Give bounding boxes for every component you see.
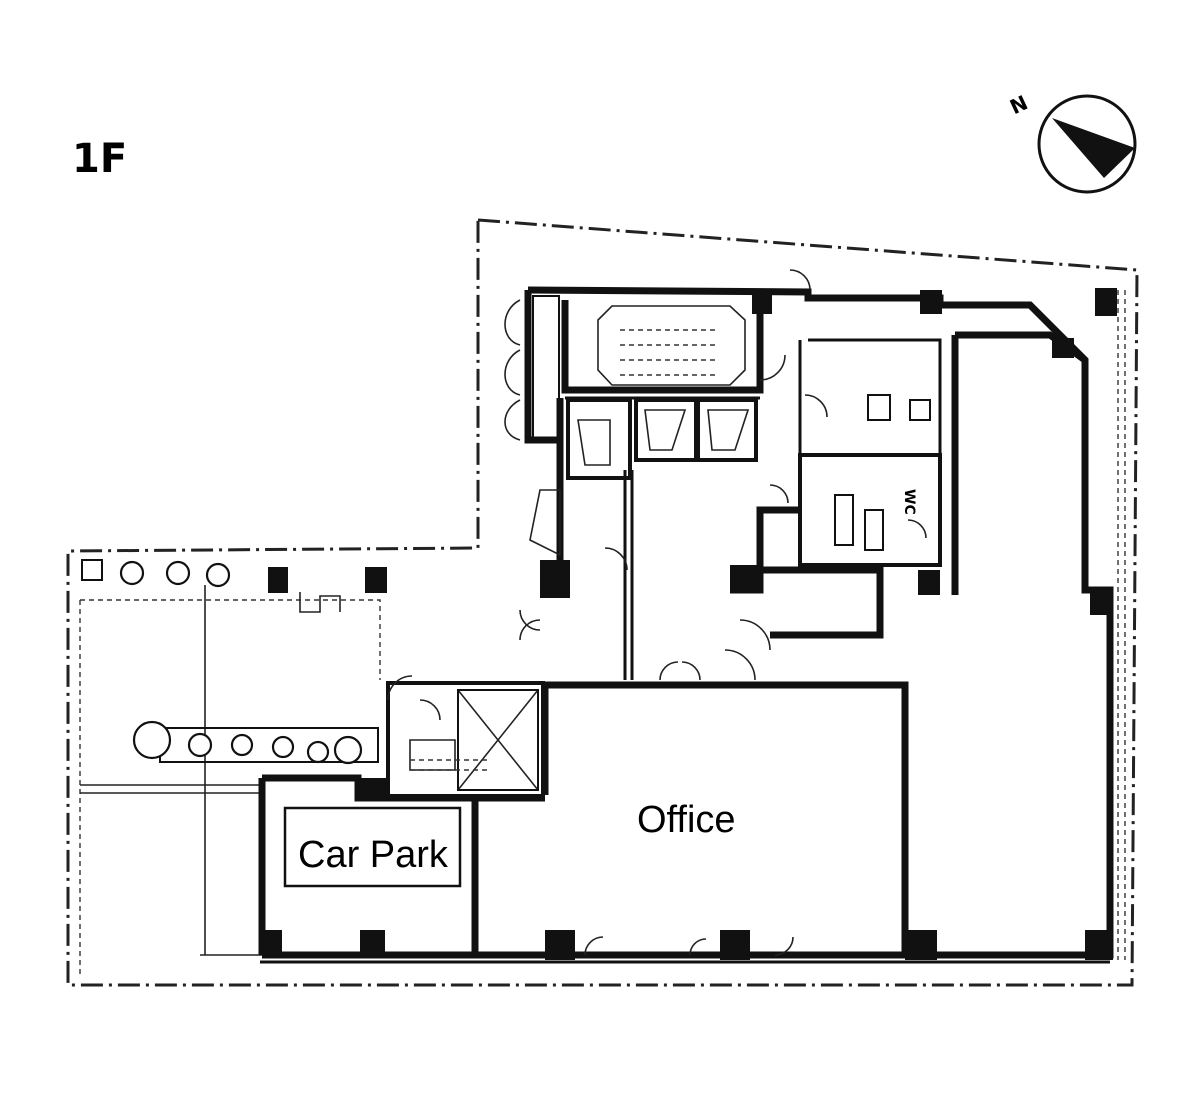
stairs [597,305,746,386]
room-label-office: Office [637,799,736,841]
elevator-glyphs [577,409,750,466]
room-label-car-park: Car Park [298,834,449,876]
bay-windows [504,295,560,442]
trees-top [81,559,231,588]
planter [132,720,379,765]
columns [262,288,1117,960]
north-arrow-icon: N [1006,90,1137,194]
columns-entrance [268,560,570,613]
toilet-fixtures [409,394,931,771]
north-label: N [1006,90,1031,119]
room-label-wc: WC [901,489,917,515]
floor-label: 1F [72,136,127,182]
doors [387,269,927,956]
east-window-marks [1117,290,1126,960]
inner-site-line [80,599,381,680]
